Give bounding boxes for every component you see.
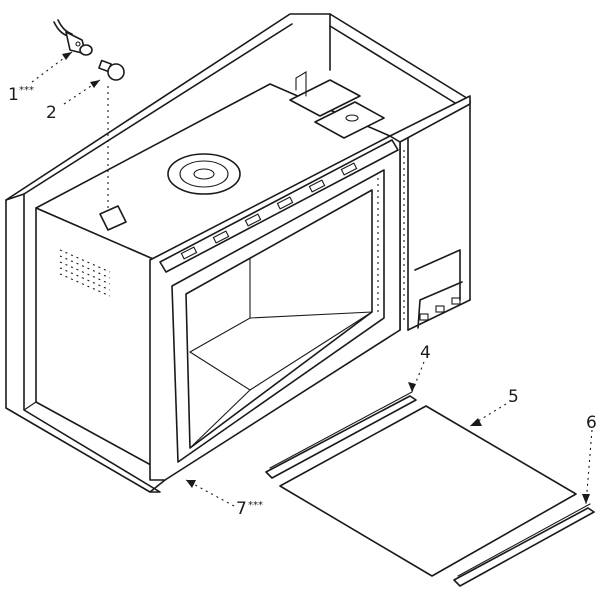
callout-7: 7 *** <box>236 499 263 519</box>
part-5-bottom-panel <box>279 405 577 577</box>
callout-2-number: 2 <box>46 103 57 123</box>
stirrer-disc <box>167 153 241 195</box>
leader-lines <box>31 51 593 507</box>
callout-2: 2 <box>46 103 57 123</box>
microwave-cabinet <box>35 71 391 471</box>
part-1-socket-connector <box>53 19 93 56</box>
callout-4: 4 <box>420 343 431 363</box>
callout-7-number: 7 <box>236 499 247 519</box>
callout-7-suffix: *** <box>248 500 263 511</box>
part-2-lamp-bulb <box>98 59 125 212</box>
top-rail-slots <box>180 162 358 260</box>
callout-5-number: 5 <box>508 387 519 407</box>
part-6-rear-rail <box>453 503 595 587</box>
part-4-front-rail <box>265 391 417 479</box>
front-trim-frame <box>149 135 401 481</box>
callout-6: 6 <box>586 413 597 433</box>
callout-4-number: 4 <box>420 343 431 363</box>
callout-6-number: 6 <box>586 413 597 433</box>
callout-5: 5 <box>508 387 519 407</box>
callout-1: 1 *** <box>8 85 34 105</box>
callout-1-suffix: *** <box>19 85 34 96</box>
callout-1-number: 1 <box>8 85 19 105</box>
